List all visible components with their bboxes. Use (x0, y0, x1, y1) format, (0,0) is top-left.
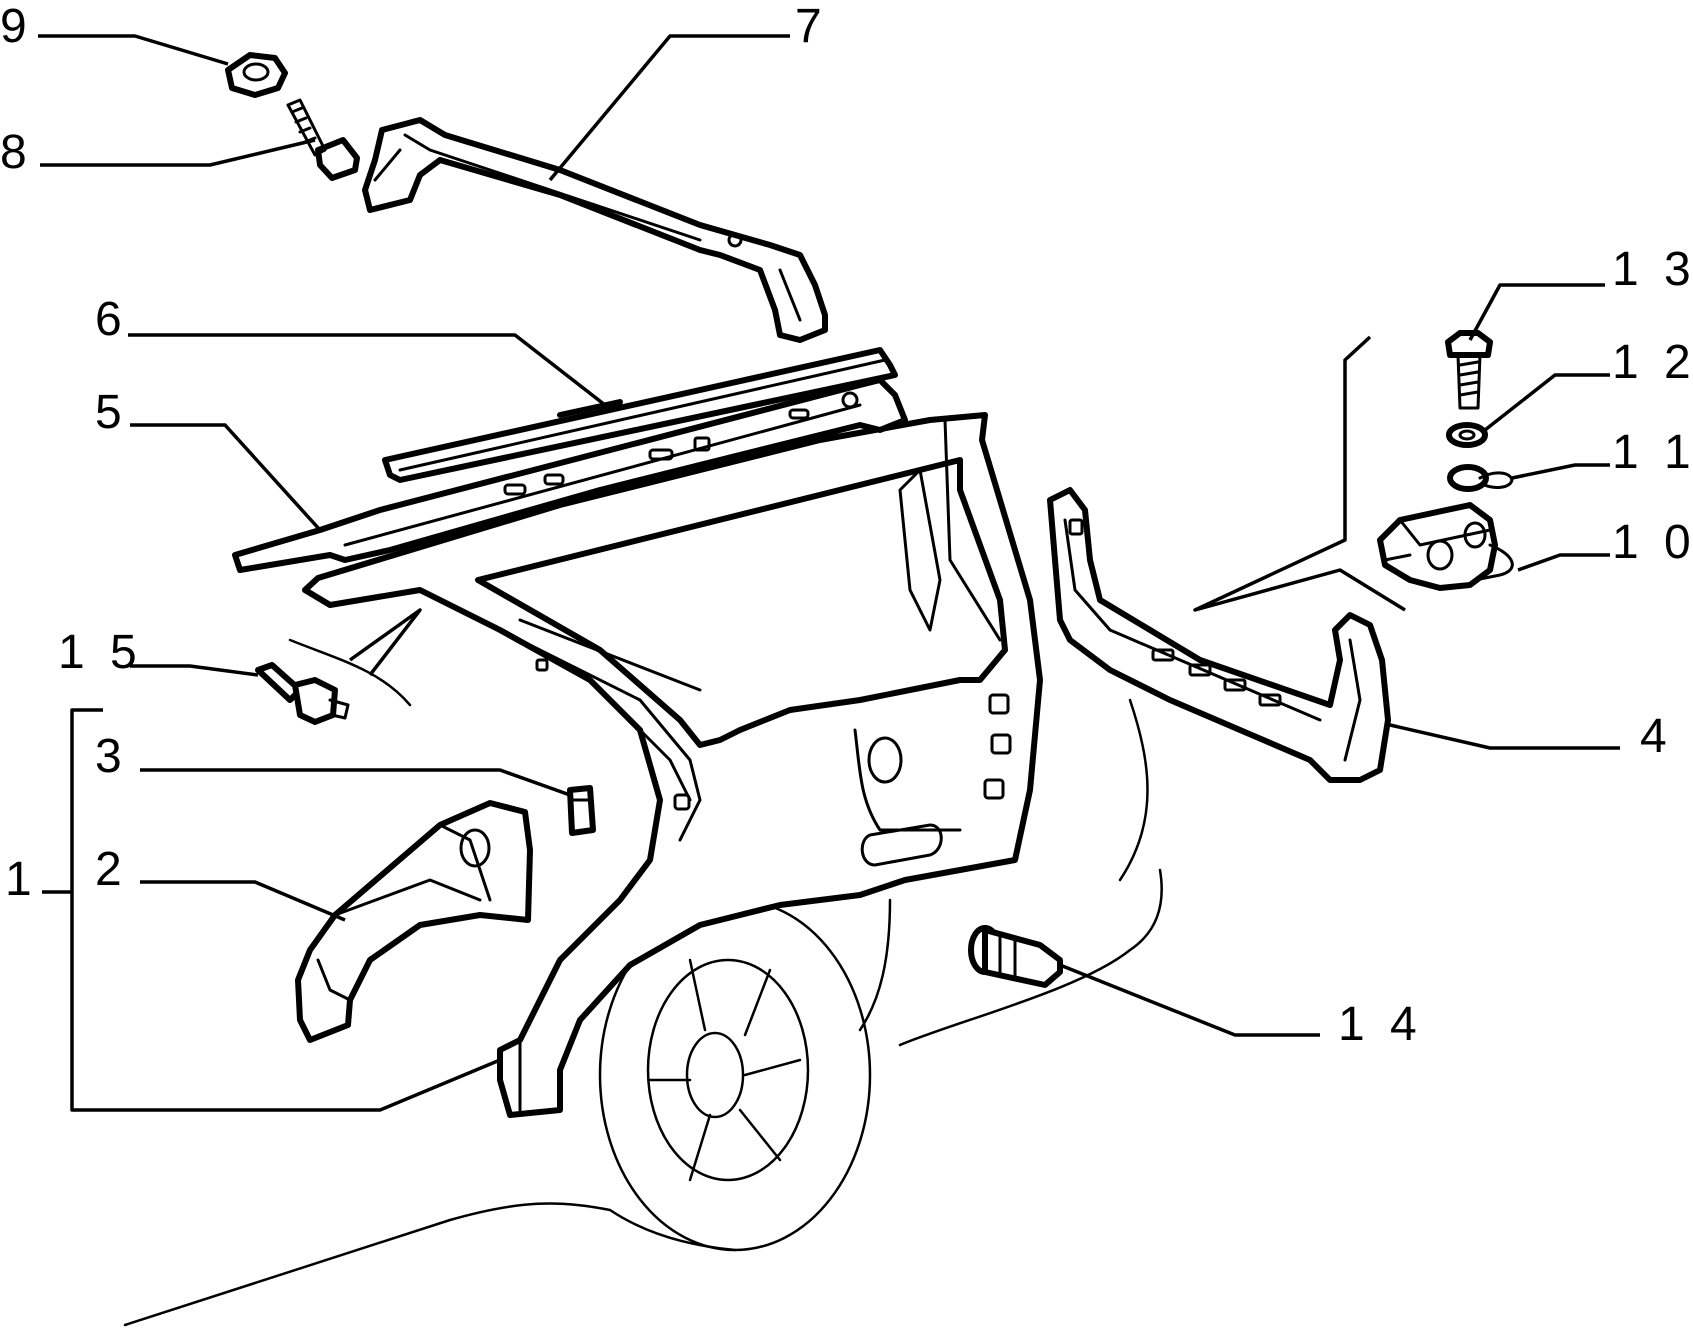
callout-4: 4 (1640, 710, 1673, 763)
leader-13 (1468, 283, 1605, 341)
part-11-spring-clip (1447, 464, 1514, 492)
leader-11 (1511, 463, 1610, 480)
callout-14: 1 4 (1338, 998, 1423, 1051)
rear-wheel-hub (685, 1031, 745, 1119)
roofline-ghost (288, 638, 412, 707)
callout-9: 9 (0, 0, 33, 53)
leader-2 (140, 880, 346, 922)
leader-14 (1059, 963, 1320, 1037)
callout-7: 7 (795, 0, 828, 53)
callout-5: 5 (95, 386, 128, 439)
part-12-washer (1446, 422, 1488, 448)
part-4-rear-reinforcement (1047, 487, 1391, 783)
callout-11: 1 1 (1612, 426, 1693, 479)
callout-13: 1 3 (1612, 243, 1693, 296)
part-1-rear-side-panel (302, 412, 1043, 1118)
part-3-clip (567, 785, 596, 836)
leader-1-bracket (70, 708, 501, 1112)
door-ghost-line (858, 898, 892, 1032)
part-5-roof-rail-inner (232, 377, 908, 573)
callout-15: 1 5 (58, 626, 143, 679)
wheel-spokes (648, 958, 802, 1182)
part-15-stud-bolt (255, 662, 350, 725)
callout-labels: 9 8 7 6 5 1 5 3 2 1 1 3 1 2 1 1 1 0 4 1 … (0, 0, 1693, 1051)
part-9-nut (225, 52, 288, 98)
leader-5 (130, 423, 322, 532)
rear-wheel-inner (646, 958, 810, 1182)
callout-8: 8 (0, 126, 33, 179)
part-6-roof-rail-strip (382, 347, 898, 483)
leader-10 (1517, 553, 1610, 572)
body-lower-line (898, 868, 1163, 1047)
car-body-ghost-outline (123, 638, 1163, 1327)
part-7-roof-cross-member (362, 117, 828, 343)
callout-6: 6 (95, 293, 128, 346)
leader-6 (128, 333, 607, 407)
callout-12: 1 2 (1612, 336, 1693, 389)
leader-3 (140, 768, 571, 797)
rear-bumper-ghost (1118, 698, 1149, 882)
leader-lines (38, 34, 1620, 1112)
part-2-inner-wheel-arch (295, 800, 533, 1043)
leader-7 (548, 34, 790, 182)
callout-10: 1 0 (1612, 516, 1693, 569)
callout-1: 1 (5, 853, 38, 906)
part-13-bolt (1445, 330, 1493, 410)
part-10-striker-bracket (1377, 502, 1514, 591)
leader-group-10-13 (1193, 335, 1406, 612)
leader-12 (1483, 373, 1610, 432)
leader-15 (130, 664, 259, 677)
part-8-bolt (286, 98, 360, 181)
callout-2: 2 (95, 843, 128, 896)
ground-line (123, 1202, 737, 1327)
part-14-plug (968, 925, 1063, 988)
leader-group-5-6-hint (348, 608, 422, 677)
leader-9 (38, 34, 229, 66)
callout-3: 3 (95, 730, 128, 783)
leader-8 (40, 138, 316, 167)
leader-4 (1389, 723, 1620, 750)
